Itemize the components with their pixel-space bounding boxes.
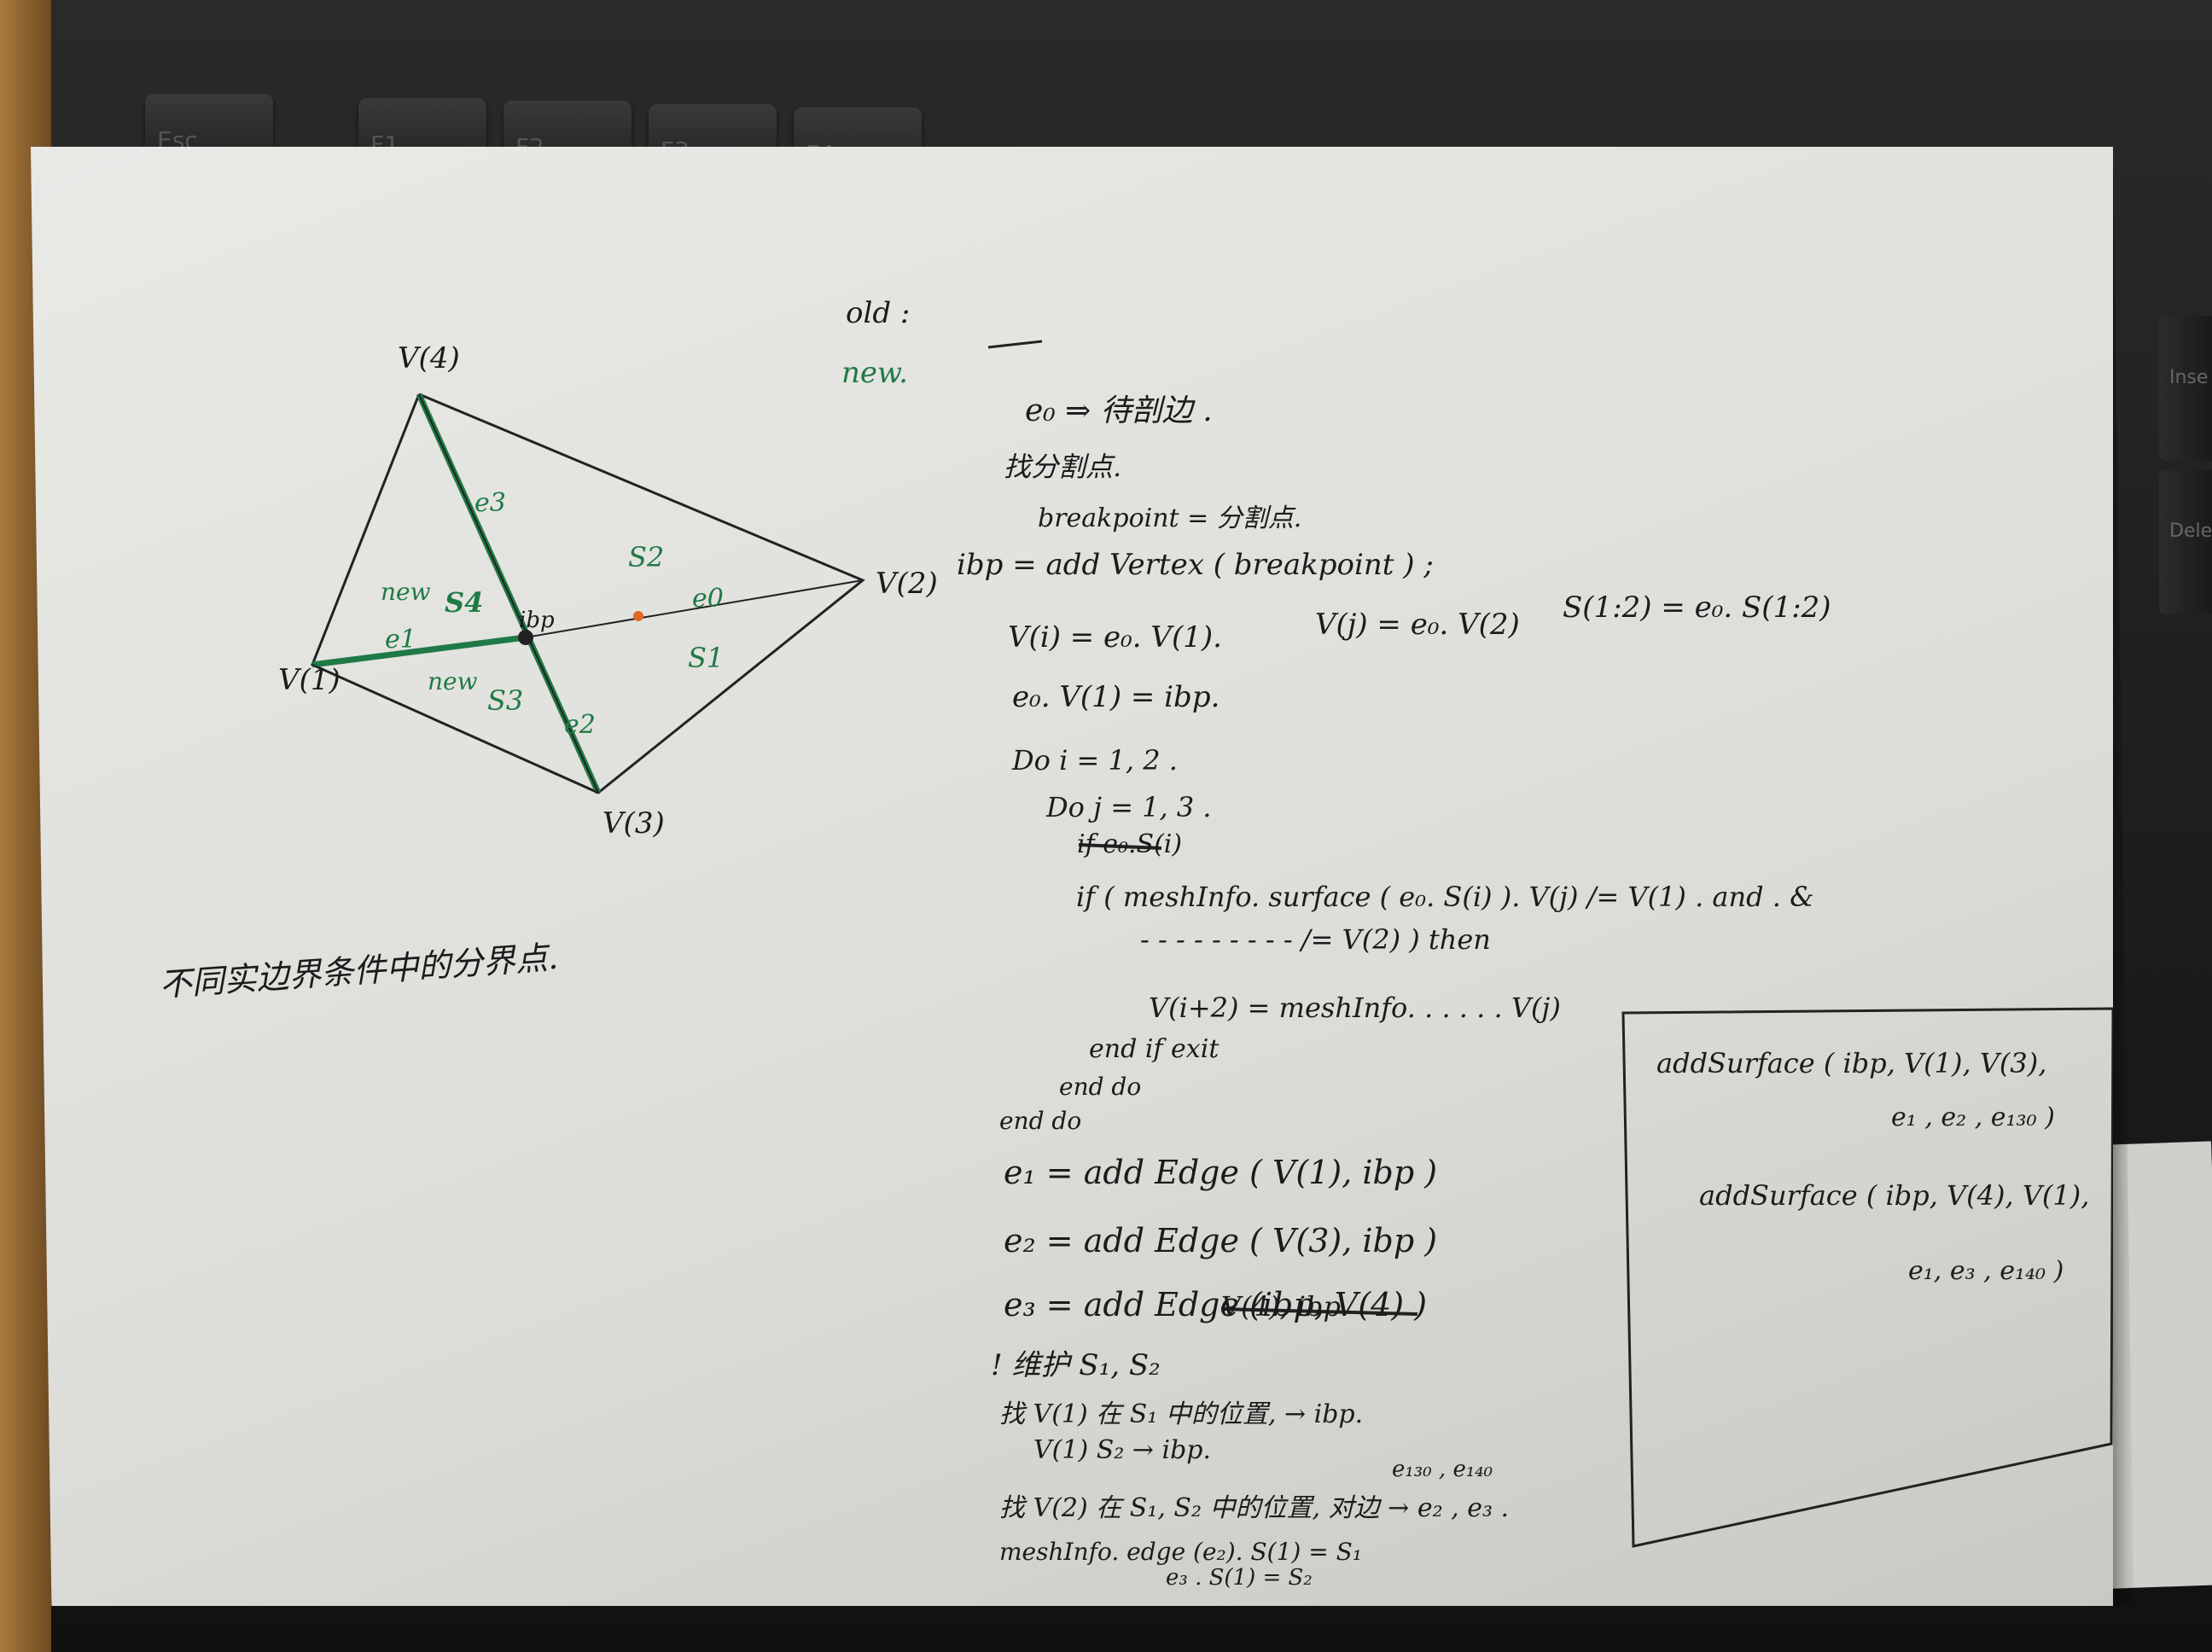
note-line: - - - - - - - - - /= V(2) ) then <box>1140 923 1491 956</box>
note-line: e₀. V(1) = ibp. <box>1012 680 1220 714</box>
surface-label: S4 <box>445 586 484 619</box>
note-line: e₃ . S(1) = S₂ <box>1166 1565 1313 1591</box>
vertex-label: V(1) <box>278 663 341 697</box>
note-line: 找 V(2) 在 S₁, S₂ 中的位置, 对边 → e₂ , e₃ . <box>999 1493 1510 1523</box>
note-line: end do <box>999 1107 1082 1135</box>
note-line: e₁₃₀ , e₁₄₀ <box>1392 1457 1493 1482</box>
note-line: e₂ = add Edge ( V(3), ibp ) <box>1004 1222 1438 1259</box>
keyboard-side-key: Dele <box>2159 469 2212 614</box>
vertex-label: V(3) <box>602 806 665 841</box>
new-label: new <box>381 578 431 606</box>
note-line: V(j) = e₀. V(2) <box>1315 608 1520 642</box>
note-line: e₁ = add Edge ( V(1), ibp ) <box>1004 1154 1438 1191</box>
surface-label: S1 <box>688 642 725 674</box>
box-line: addSurface ( ibp, V(1), V(3), <box>1656 1047 2047 1079</box>
box-line: e₁, e₃ , e₁₄₀ ) <box>1908 1256 2064 1286</box>
vertex-label: V(4) <box>398 341 460 375</box>
keyboard-key-label: Inse <box>2169 367 2209 388</box>
strike-line <box>1078 843 1162 850</box>
center-point <box>518 630 533 645</box>
legend-old: old : <box>846 296 911 330</box>
note-line: if ( meshInfo. surface ( e₀. S(i) ). V(j… <box>1076 881 1814 913</box>
strike-line <box>1220 1307 1418 1316</box>
struck-text: if e₀.S(i) <box>1077 829 1183 859</box>
box-line: addSurface ( ibp, V(4), V(1), <box>1699 1179 2090 1212</box>
center-label: ibp <box>519 608 555 633</box>
legend-new: new. <box>841 356 908 390</box>
edge-label: e2 <box>564 710 596 740</box>
note-line: V(i+2) = meshInfo. . . . . . V(j) <box>1149 992 1561 1024</box>
note-line: end do <box>1059 1073 1142 1101</box>
note-line: e₀ ⇒ 待剖边 . <box>1025 393 1213 428</box>
note-line: Do i = 1, 2 . <box>1012 744 1178 777</box>
note-line: ! 维护 S₁, S₂ <box>991 1348 1161 1382</box>
orange-dot <box>633 611 643 621</box>
edge-label: e0 <box>692 584 724 614</box>
diagram-strokes <box>311 340 2113 1548</box>
keyboard-key-label: Dele <box>2169 521 2212 542</box>
note-line: V(1) S₂ → ibp. <box>1033 1435 1212 1465</box>
edge-line-e1 <box>311 634 527 668</box>
box-line: e₁ , e₂ , e₁₃₀ ) <box>1891 1102 2055 1132</box>
dash-mark <box>987 340 1043 349</box>
surface-label: S3 <box>487 684 524 717</box>
note-line: ibp = add Vertex ( breakpoint ) ; <box>957 548 1434 582</box>
note-line: meshInfo. edge (e₂). S(1) = S₁ <box>999 1538 1362 1566</box>
edge-label: e3 <box>474 488 506 518</box>
edge-line <box>311 664 599 794</box>
note-line: 找 V(1) 在 S₁ 中的位置, → ibp. <box>999 1399 1364 1429</box>
edge-label: e1 <box>385 625 416 654</box>
edge-line-e3-e2-ink <box>418 393 599 794</box>
surface-label: S2 <box>628 541 665 573</box>
note-line: V(i) = e₀. V(1). <box>1008 620 1222 654</box>
keyboard-side-key: Inse <box>2159 316 2212 461</box>
note-line: e₃ = add Edge (ibp, V(4) ) <box>1004 1286 1428 1323</box>
vertex-label: V(2) <box>876 567 938 601</box>
struck-text: V(4), ibp <box>1221 1290 1341 1323</box>
note-line: S(1:2) = e₀. S(1:2) <box>1563 590 1831 625</box>
note-line: 找分割点. <box>1004 451 1122 483</box>
boxed-note-frame <box>1621 1007 2113 1548</box>
edge-line-e0 <box>525 579 864 638</box>
new-label: new <box>428 667 478 695</box>
note-line: Do j = 1, 3 . <box>1046 791 1212 823</box>
note-line: breakpoint = 分割点. <box>1038 503 1302 533</box>
note-paper: V(4) V(2) V(1) V(3) ibp e3 e1 e2 e0 S4 S… <box>31 147 2113 1606</box>
note-line: end if exit <box>1089 1034 1220 1064</box>
